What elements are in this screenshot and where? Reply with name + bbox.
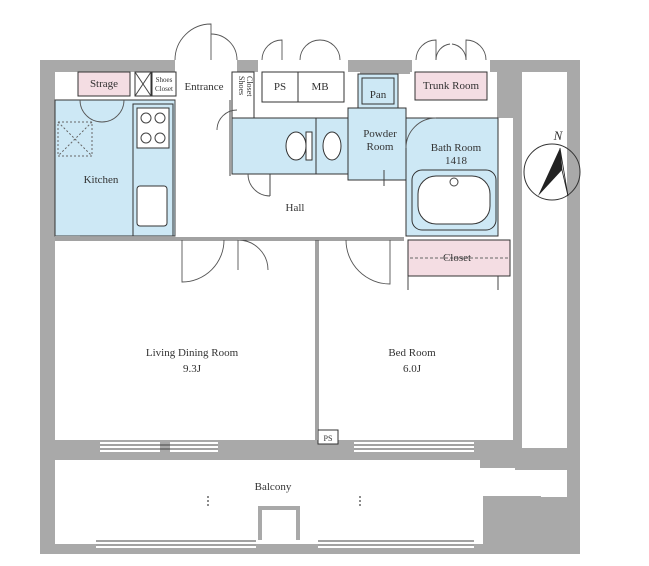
windows [96,444,474,546]
label-shoes-closet-1: Shoes [156,76,173,84]
label-pan: Pan [370,89,387,101]
stove [136,107,170,149]
mb-shaft [297,71,345,103]
label-powder-room-1: Powder [363,128,397,140]
label-shoes-closet-v1: Shoes [237,76,246,95]
label-hall: Hall [286,202,305,214]
label-strage: Strage [90,78,118,90]
toilet [285,131,307,161]
label-living-dining-room: Living Dining Room [146,347,239,359]
north-compass [523,143,581,201]
label-kitchen: Kitchen [84,174,119,186]
bath-area [405,117,499,237]
wash-basin [322,131,342,161]
label-entrance: Entrance [184,81,223,93]
label-bath-size: 1418 [445,155,468,167]
storage-strip [77,71,488,119]
strage-area [77,71,131,97]
label-ps-top: PS [274,81,286,93]
compass-needle-icon [538,148,562,196]
label-trunk-room: Trunk Room [423,80,480,92]
partitions [55,100,404,440]
closet-area [407,239,511,290]
ps-shaft-top [261,71,299,103]
fridge-space [57,121,93,157]
trunk-room [414,71,488,101]
compass-north-label: N [553,128,564,143]
ps-shaft-bottom [317,429,339,445]
label-powder-room-2: Room [367,141,394,153]
label-bath-room: Bath Room [431,142,482,154]
corridor-doors [174,23,487,61]
kitchen-area [54,99,176,237]
label-living-size: 9.3J [183,363,202,375]
labels: Strage Shoes Closet Entrance Shoes Close… [84,76,564,493]
label-bed-size: 6.0J [403,363,422,375]
label-ps-bottom: PS [324,434,333,443]
label-mb: MB [311,81,328,93]
label-closet: Closet [443,252,471,264]
label-bed-room: Bed Room [388,347,436,359]
kitchen-sink [136,185,168,227]
label-shoes-closet-2: Closet [155,85,173,93]
label-shoes-closet-v2: Closet [245,76,254,97]
label-balcony: Balcony [255,481,292,493]
